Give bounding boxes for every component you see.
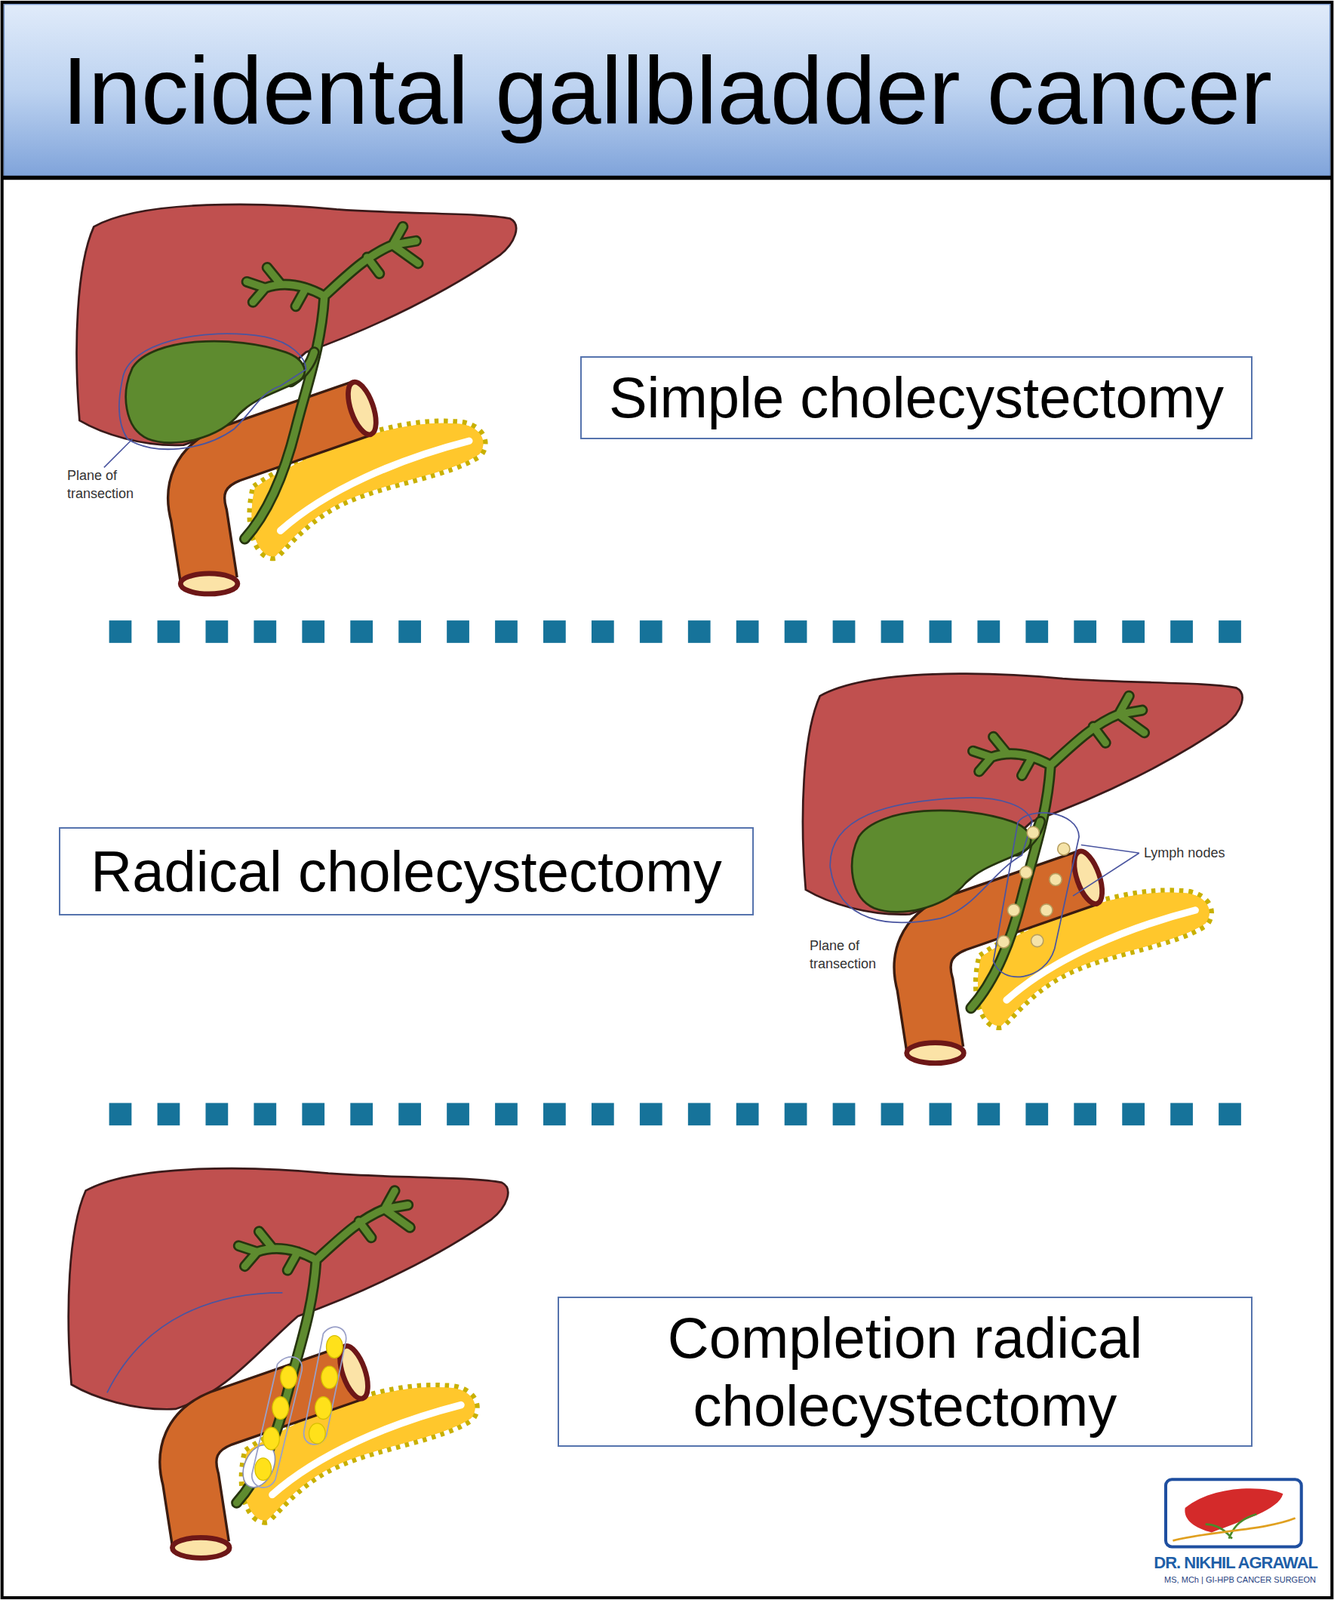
procedure-box: Simple cholecystectomy — [580, 356, 1253, 440]
transection-plane — [829, 797, 1033, 923]
page-title: Incidental gallbladder cancer — [0, 5, 1334, 176]
leader-line — [104, 439, 133, 468]
lymph-node — [255, 1335, 343, 1481]
nodal-basin — [304, 1326, 347, 1445]
nodal-basin — [993, 812, 1080, 977]
annotation-label: DR. NIKHIL AGRAWAL — [1153, 1551, 1318, 1574]
logo-duct — [1205, 1513, 1258, 1538]
procedure-box: Completion radical cholecystectomy — [557, 1296, 1253, 1447]
gallbladder — [126, 341, 315, 443]
lymph-node — [997, 826, 1070, 948]
procedure-box: Radical cholecystectomy — [58, 826, 754, 916]
anatomy — [802, 673, 1242, 1064]
anatomy — [68, 1168, 508, 1558]
transection-plane — [119, 333, 307, 449]
panel-simple — [76, 204, 517, 594]
nodal-basin — [252, 1356, 303, 1488]
anatomy — [76, 204, 517, 594]
box-label: Radical cholecystectomy — [73, 837, 739, 906]
box-label: Completion radical cholecystectomy — [572, 1303, 1238, 1439]
logo — [1165, 1478, 1302, 1547]
logo-frame — [1165, 1478, 1302, 1547]
logo-swoosh — [1172, 1518, 1295, 1541]
separator — [109, 620, 1242, 643]
annotation-label: Plane of transection — [809, 936, 886, 974]
resection-line — [107, 1292, 283, 1393]
separator — [109, 1102, 1242, 1125]
annotation-label: MS, MCh | GI-HPB CANCER SURGEON — [1164, 1573, 1316, 1586]
box-label: Simple cholecystectomy — [595, 363, 1238, 432]
panel-radical — [802, 673, 1242, 1064]
panel-completion — [68, 1168, 508, 1558]
header-rule — [3, 175, 1331, 180]
annotation-label: Plane of transection — [67, 466, 144, 504]
leader-line — [1072, 844, 1140, 896]
annotation-label: Lymph nodes — [1143, 843, 1225, 862]
